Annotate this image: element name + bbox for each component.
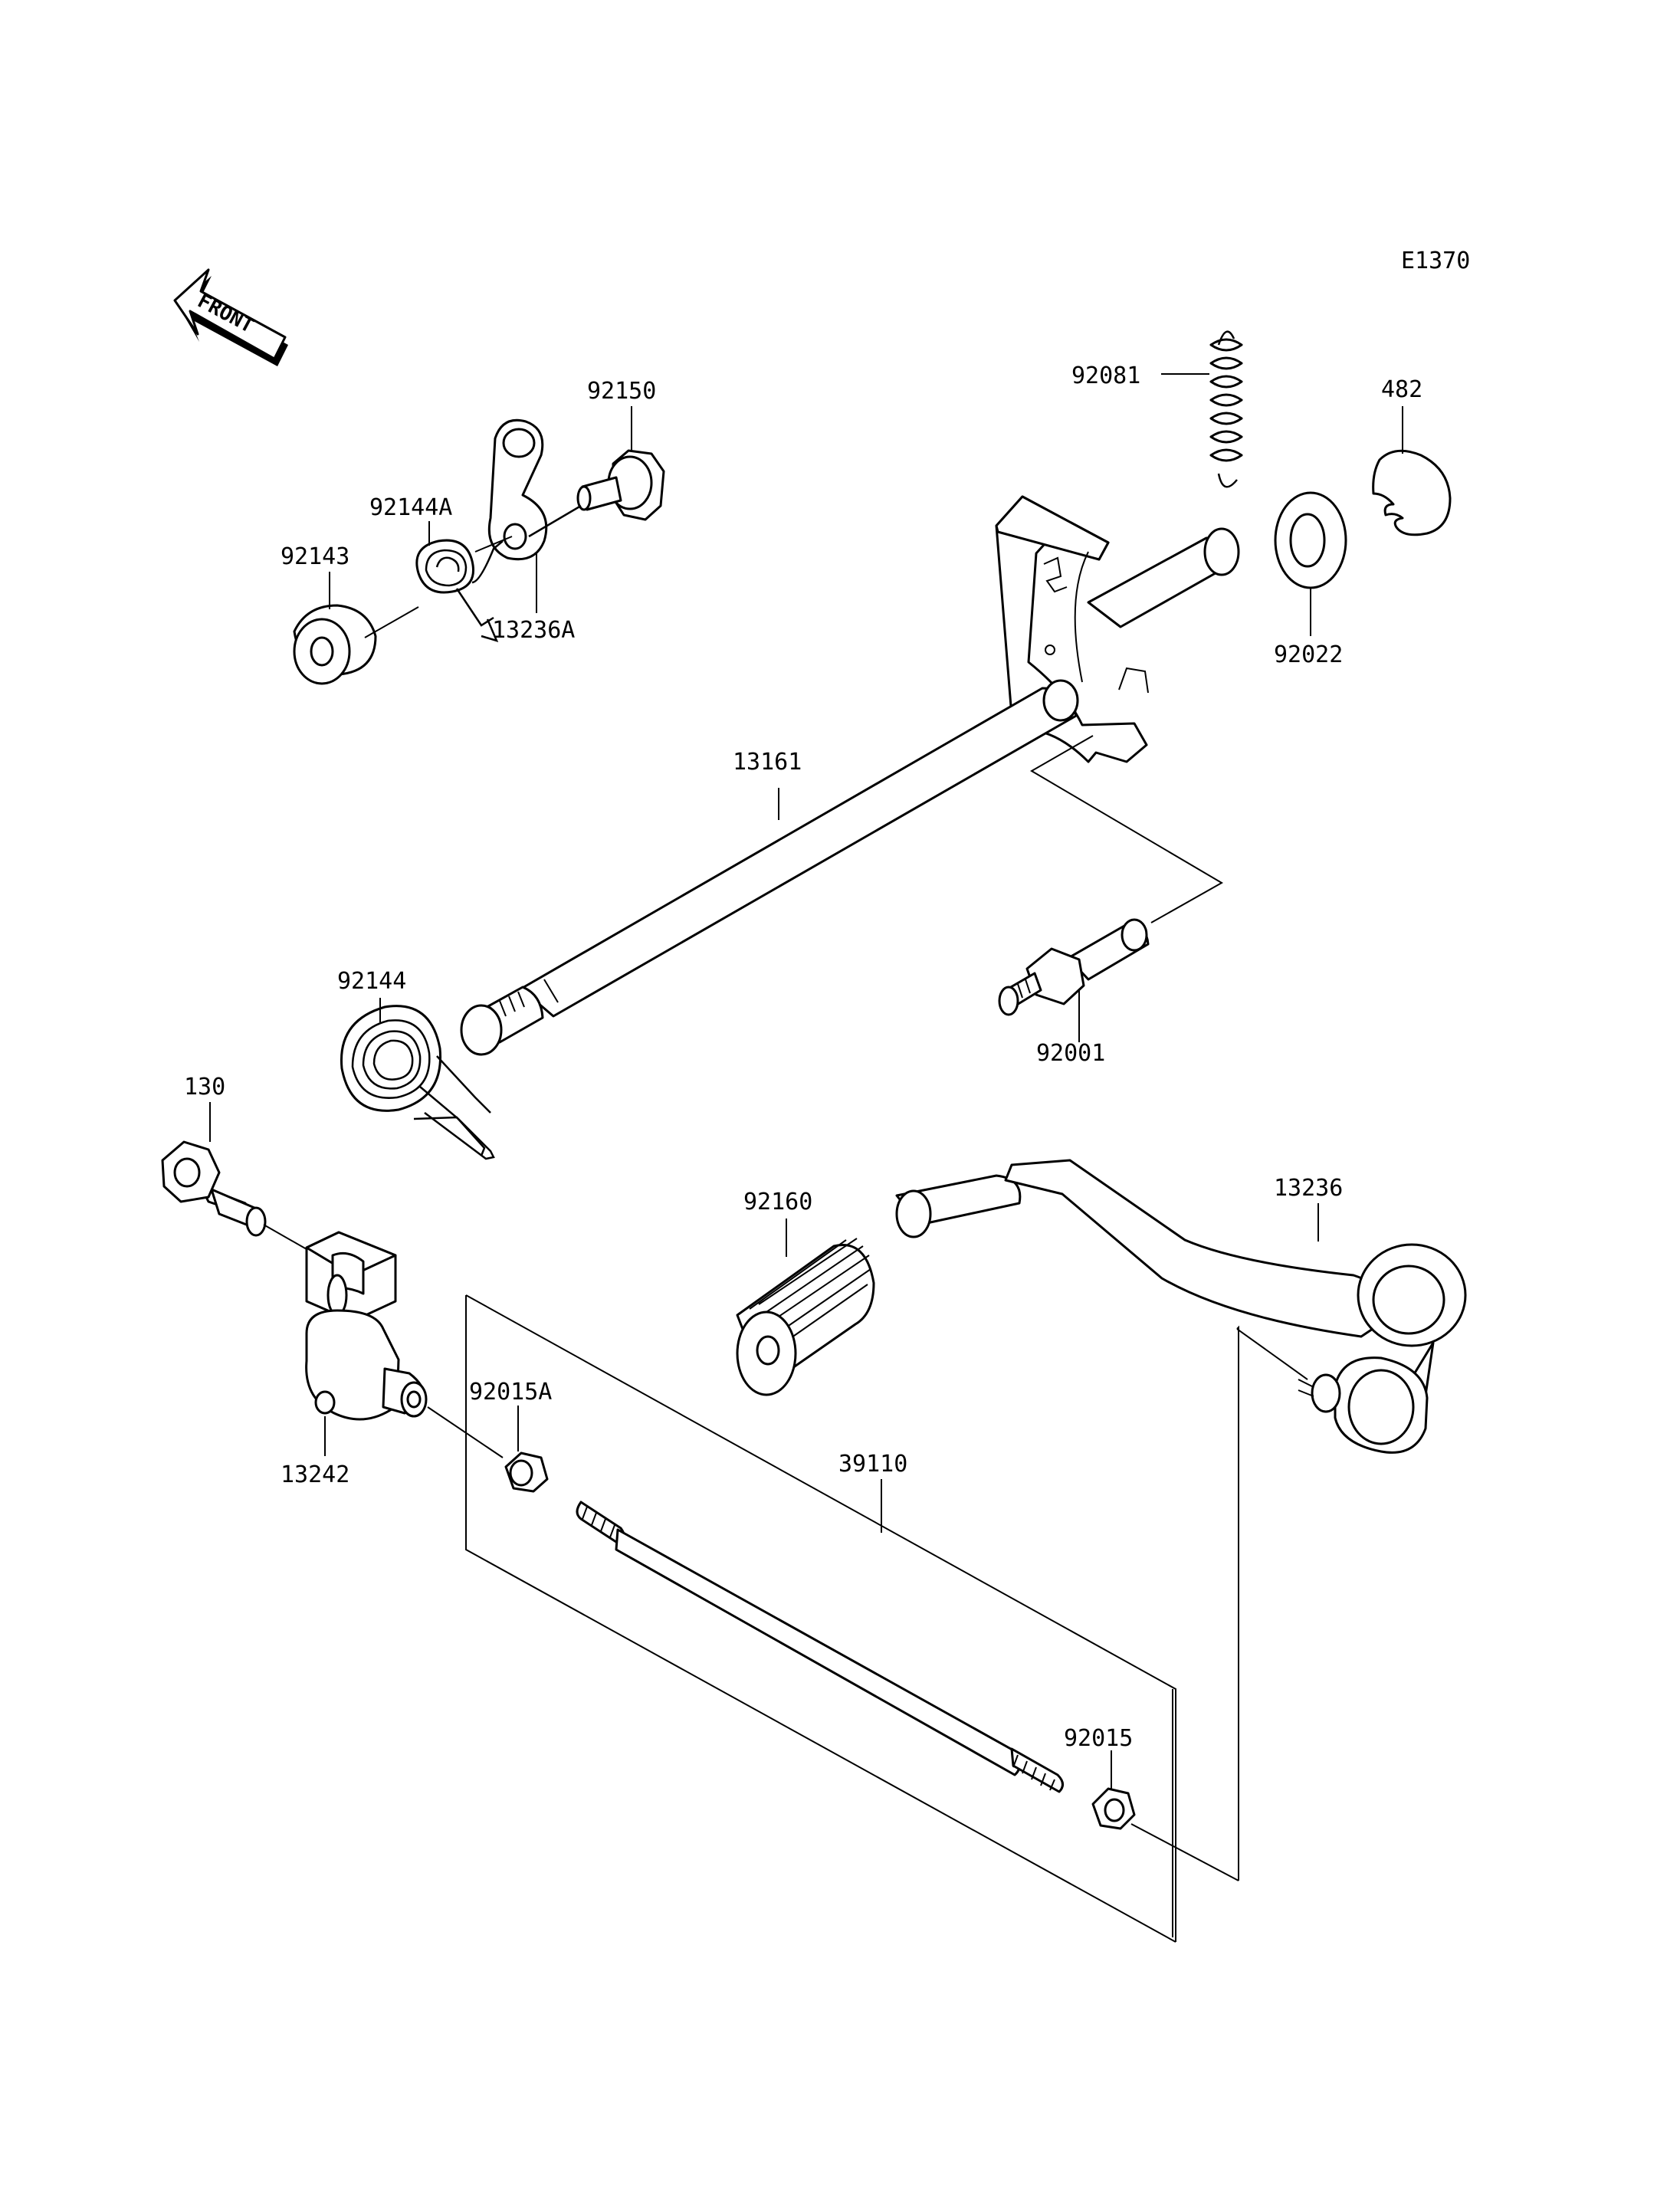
- label-92081: 92081: [1071, 362, 1140, 389]
- spring-92144a-icon: [415, 539, 504, 642]
- diagram-code: E1370: [1401, 248, 1470, 274]
- clamp-lever-13242-icon: [305, 1231, 428, 1421]
- nut-92015a-icon: [504, 1451, 549, 1493]
- bolt-130-icon: [161, 1140, 267, 1237]
- spring-92081-icon: [1209, 330, 1243, 488]
- label-92015: 92015: [1064, 1725, 1133, 1752]
- label-92160: 92160: [743, 1189, 812, 1215]
- label-130: 130: [184, 1074, 225, 1100]
- circlip-482-icon: [1372, 449, 1452, 536]
- stud-bolt-92001-icon: [998, 918, 1150, 1016]
- spring-92144-icon: [340, 1005, 495, 1160]
- label-13161: 13161: [733, 749, 802, 776]
- label-92022: 92022: [1274, 641, 1343, 668]
- collar-92143-icon: [293, 604, 377, 685]
- label-92143: 92143: [281, 543, 349, 570]
- shift-pedal-13236-icon: [895, 1159, 1467, 1454]
- shift-shaft-13161-icon: [460, 495, 1240, 1056]
- label-13242: 13242: [281, 1461, 349, 1488]
- label-92144a: 92144A: [369, 494, 452, 521]
- front-arrow-icon: FRONT: [173, 268, 288, 366]
- pedal-rubber-92160-icon: [736, 1238, 875, 1396]
- label-13236a: 13236A: [492, 617, 575, 644]
- nut-92015-icon: [1091, 1787, 1136, 1830]
- label-92150: 92150: [587, 378, 656, 405]
- washer-92022-icon: [1274, 491, 1347, 589]
- label-92001: 92001: [1036, 1040, 1105, 1067]
- label-13236: 13236: [1274, 1175, 1343, 1202]
- label-92015a: 92015A: [469, 1379, 552, 1406]
- bolt-92150-icon: [576, 449, 665, 521]
- arm-13236a-icon: [487, 418, 582, 561]
- tie-rod-39110-icon: [576, 1501, 1064, 1793]
- label-39110: 39110: [838, 1451, 907, 1478]
- label-92144: 92144: [337, 968, 406, 995]
- label-482: 482: [1381, 376, 1422, 403]
